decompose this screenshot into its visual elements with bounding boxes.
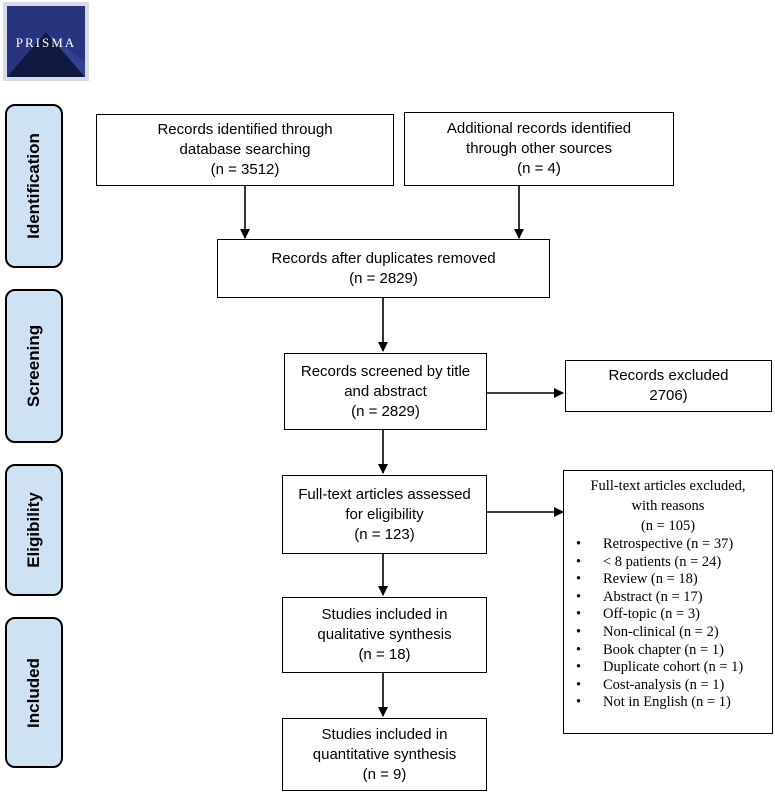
- screened-line1: Records screened by title: [300, 362, 471, 380]
- node-screened: Records screened by title and abstract (…: [284, 353, 487, 430]
- reason-text: Review (n = 18): [603, 571, 698, 588]
- db-line2: database searching: [179, 141, 311, 158]
- quantitative-line2: quantitative synthesis: [312, 745, 457, 763]
- prisma-logo: PRISMA: [3, 2, 89, 81]
- stage-screening: Screening: [5, 289, 63, 443]
- reason-text: Book chapter (n = 1): [603, 641, 724, 658]
- dedup-count: (n = 2829): [349, 269, 418, 287]
- node-qualitative-synthesis: Studies included in qualitative synthesi…: [282, 597, 487, 673]
- node-fulltext-assessed: Full-text articles assessed for eligibil…: [282, 475, 487, 554]
- excluded-count: 2706): [649, 387, 688, 404]
- list-item: • Cost-analysis (n = 1): [576, 677, 772, 695]
- fte-line2: with reasons: [631, 498, 705, 514]
- bullet-icon: •: [576, 536, 582, 552]
- fulltext-count: (n = 123): [354, 525, 415, 543]
- logo-text: PRISMA: [15, 35, 77, 50]
- fulltext-line2: for eligibility: [345, 505, 424, 523]
- dedup-line1: Records after duplicates removed: [271, 249, 496, 267]
- quantitative-line1: Studies included in: [321, 725, 448, 743]
- list-item: • Review (n = 18): [576, 571, 772, 589]
- stage-included: Included: [5, 617, 63, 768]
- bullet-icon: •: [576, 659, 582, 676]
- node-database-search: Records identified through database sear…: [96, 114, 394, 186]
- node-fulltext-excluded: Full-text articles excluded, with reason…: [563, 470, 773, 734]
- qualitative-line2: qualitative synthesis: [317, 626, 452, 643]
- qualitative-line1: Studies included in: [321, 606, 448, 623]
- other-line1: Additional records identified: [446, 120, 632, 137]
- node-other-sources: Additional records identified through ot…: [404, 112, 674, 186]
- list-item: • Non-clinical (n = 2): [576, 624, 772, 642]
- fulltext-line1: Full-text articles assessed: [298, 485, 471, 503]
- db-count: (n = 3512): [210, 161, 280, 178]
- reason-text: Abstract (n = 17): [603, 588, 703, 605]
- reason-text: Retrospective (n = 37): [603, 536, 734, 552]
- bullet-icon: •: [576, 588, 582, 605]
- excluded-line1: Records excluded: [608, 367, 729, 384]
- screened-line2: and abstract: [344, 382, 427, 400]
- node-quantitative-synthesis: Studies included in quantitative synthes…: [282, 718, 487, 791]
- bullet-icon: •: [576, 694, 582, 711]
- node-records-excluded: Records excluded 2706): [565, 360, 772, 412]
- other-line2: through other sources: [466, 140, 612, 157]
- list-item: • < 8 patients (n = 24): [576, 554, 772, 572]
- bullet-icon: •: [576, 623, 582, 640]
- reason-text: Duplicate cohort (n = 1): [603, 659, 744, 676]
- fte-line1: Full-text articles excluded,: [590, 478, 746, 494]
- bullet-icon: •: [576, 571, 582, 588]
- reason-text: Off-topic (n = 3): [603, 606, 700, 623]
- list-item: • Retrospective (n = 37): [576, 536, 772, 554]
- list-item: • Book chapter (n = 1): [576, 642, 772, 660]
- list-item: • Not in English (n = 1): [576, 694, 772, 712]
- reason-text: < 8 patients (n = 24): [603, 553, 722, 570]
- reason-text: Not in English (n = 1): [603, 694, 731, 711]
- quantitative-count: (n = 9): [362, 765, 407, 783]
- fte-count: (n = 105): [640, 518, 696, 534]
- stage-identification: Identification: [5, 104, 63, 268]
- fulltext-excluded-header: Full-text articles excluded, with reason…: [564, 476, 772, 536]
- db-line1: Records identified through: [157, 121, 333, 138]
- exclusion-reasons-list: • Retrospective (n = 37) • < 8 patients (n…: [564, 536, 772, 712]
- reason-text: Cost-analysis (n = 1): [603, 676, 725, 693]
- node-after-duplicates: Records after duplicates removed (n = 28…: [217, 239, 550, 298]
- reason-text: Non-clinical (n = 2): [603, 623, 719, 640]
- stage-eligibility: Eligibility: [5, 464, 63, 596]
- list-item: • Abstract (n = 17): [576, 589, 772, 607]
- other-count: (n = 4): [517, 160, 561, 177]
- bullet-icon: •: [576, 676, 582, 693]
- screened-count: (n = 2829): [351, 402, 420, 420]
- list-item: • Duplicate cohort (n = 1): [576, 659, 772, 677]
- bullet-icon: •: [576, 606, 582, 623]
- bullet-icon: •: [576, 641, 582, 658]
- qualitative-count: (n = 18): [358, 646, 411, 663]
- bullet-icon: •: [576, 553, 582, 570]
- list-item: • Off-topic (n = 3): [576, 606, 772, 624]
